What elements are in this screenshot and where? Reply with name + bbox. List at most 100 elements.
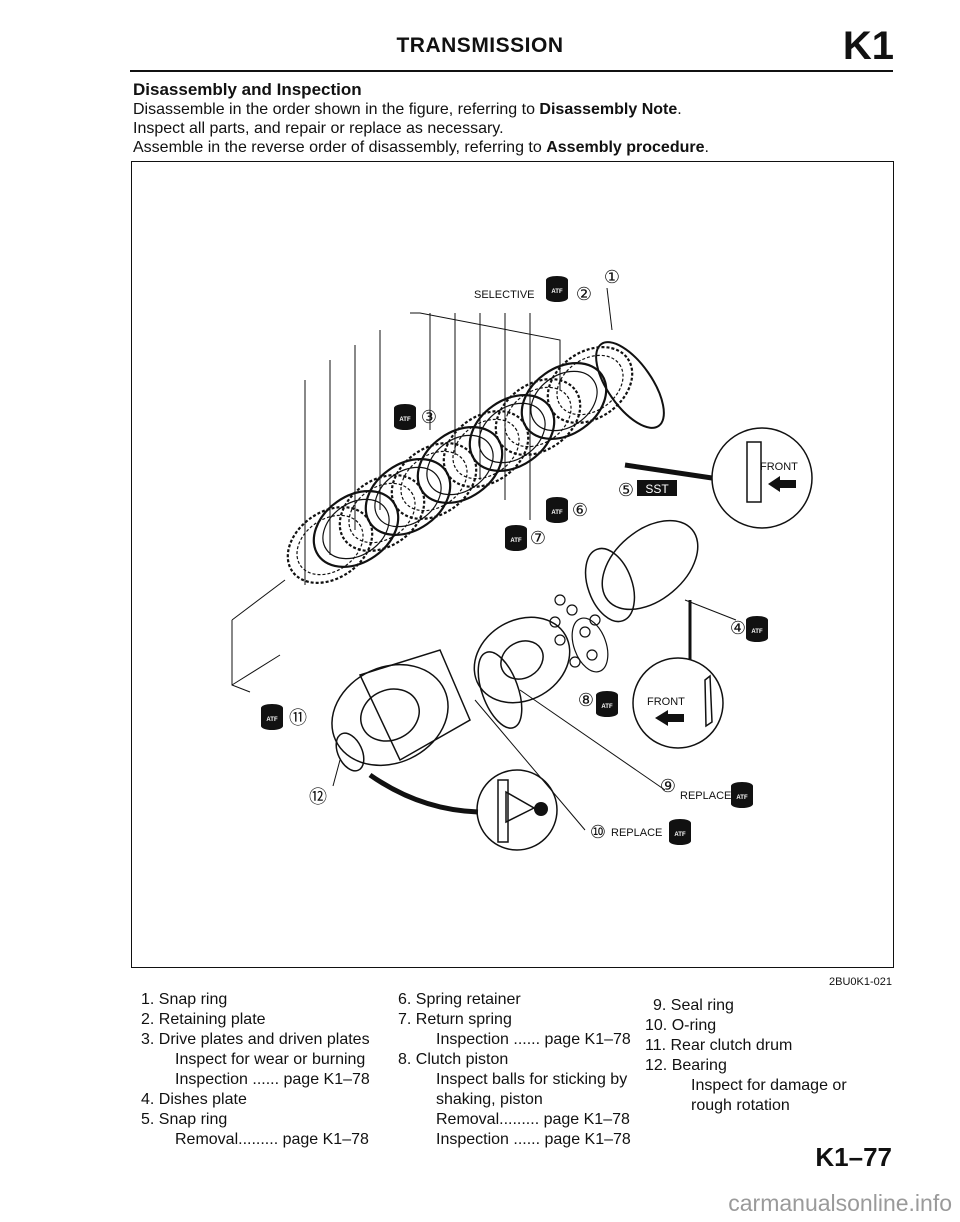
intro-line-3-text: Assemble in the reverse order of disasse… [133,139,547,156]
clutch-plate-stack [286,346,634,584]
legend-subitem: Inspection ...... page K1–78 [436,1131,631,1148]
atf-label: ATF [751,629,763,635]
atf-label: ATF [551,510,563,516]
disassembly-note-ref: Disassembly Note [539,101,678,118]
sst-label: SST [645,482,669,496]
clutch-plate [504,386,572,448]
legend-subitem: Removal......... page K1–78 [436,1111,630,1128]
front-direction-callout [624,427,813,529]
callout-8: ⑧ [578,690,594,710]
legend-item: 5. Snap ring [141,1111,228,1128]
clutch-exploded-diagram: ATF ATF ATF ATF ATF ATF ATF ATF ATF SST … [231,267,813,851]
callout-7: ⑦ [530,528,546,548]
legend-item: 9. Seal ring [653,997,734,1014]
clutch-plate [530,370,598,432]
assembly-procedure-ref: Assembly procedure [546,139,705,156]
callout-4: ④ [730,618,746,638]
atf-label: ATF [674,832,686,838]
atf-label: ATF [399,417,411,423]
legend-item: 10. O-ring [645,1017,717,1034]
legend-item: 6. Spring retainer [398,991,521,1008]
clutch-plate [478,402,546,464]
page-header-title: TRANSMISSION [396,34,564,57]
clutch-plate [296,514,364,576]
legend-column-3: 9. Seal ring 10. O-ring 11. Rear clutch … [645,996,847,1116]
section-code: K1 [842,24,894,68]
replace-label-10: REPLACE [611,827,662,839]
exploded-view-frame [131,161,894,968]
legend-item: 11. Rear clutch drum [645,1037,793,1054]
legend-subitem: Inspect for damage or [691,1077,847,1094]
legend-subitem: Inspection ...... page K1–78 [175,1071,370,1088]
clutch-piston-part [473,616,571,729]
atf-label: ATF [601,704,613,710]
legend-item: 2. Retaining plate [141,1011,266,1028]
callout-11: ⑪ [289,708,307,728]
callout-3: ③ [421,407,437,427]
clutch-plate [286,506,374,584]
clutch-plate [338,474,426,552]
front-label-1: FRONT [760,461,798,473]
selective-label: SELECTIVE [474,289,535,301]
bearing-detail-callout [332,759,558,851]
legend-item: 1. Snap ring [141,991,228,1008]
legend-subitem: rough rotation [691,1097,790,1114]
legend-subitem: Inspect balls for sticking by [436,1071,628,1088]
legend-item: 12. Bearing [645,1057,727,1074]
legend-subitem: shaking, piston [436,1091,543,1108]
legend-item: 7. Return spring [398,1011,512,1028]
legend-item: 3. Drive plates and driven plates [141,1031,370,1048]
clutch-plate [364,458,452,536]
legend-column-2: 6. Spring retainer 7. Return spring Insp… [398,990,631,1150]
header-rule [130,70,893,72]
callout-1: ① [604,267,620,287]
legend-subitem: Inspect for wear or burning [175,1051,366,1068]
clutch-plate [348,482,416,544]
replace-label-9: REPLACE [680,790,731,802]
rear-clutch-drum-part [331,649,471,772]
clutch-plate [312,490,400,568]
clutch-plate [374,466,442,528]
callout-5: ⑤ [618,480,634,500]
atf-label: ATF [266,717,278,723]
section-title: Disassembly and Inspection [133,80,362,99]
callout-9: ⑨ [660,776,676,796]
drive-plate-leaders [304,312,561,585]
piston-front-callout [632,657,724,749]
page-number: K1–77 [815,1142,892,1172]
atf-label: ATF [510,538,522,544]
clutch-plate [416,426,504,504]
dished-plate-part [584,519,737,660]
legend-item: 4. Dishes plate [141,1091,247,1108]
clutch-plate [322,498,390,560]
legend-column-1: 1. Snap ring 2. Retaining plate 3. Drive… [141,990,370,1150]
intro-line-1-text: Disassemble in the order shown in the fi… [133,101,540,118]
sst-box [637,480,677,496]
intro-line-2: Inspect all parts, and repair or replace… [133,120,504,137]
legend-subitem: Inspection ...... page K1–78 [436,1031,631,1048]
clutch-plate [390,442,478,520]
legend-subitem: Removal......... page K1–78 [175,1131,369,1148]
legend-item: 8. Clutch piston [398,1051,509,1068]
snap-ring-part [595,287,665,429]
return-spring-assembly [549,594,609,673]
clutch-plate [400,450,468,512]
callout-12: ⑫ [309,787,327,807]
atf-label: ATF [551,289,563,295]
clutch-plate [426,434,494,496]
clutch-plate [556,354,624,416]
figure-code: 2BU0K1-021 [829,976,892,988]
site-watermark[interactable]: carmanualsonline.info [728,1190,952,1216]
atf-label: ATF [736,795,748,801]
callout-10: ⑩ [590,822,606,842]
clutch-plate [468,394,556,472]
seal-ring-leaders [231,579,666,831]
front-label-2: FRONT [647,696,685,708]
clutch-plate [520,362,608,440]
callout-6: ⑥ [572,500,588,520]
intro-line-3-end: . [704,139,709,156]
intro-line-3: Assemble in the reverse order of disasse… [133,139,709,157]
intro-line-1-end: . [677,101,682,118]
intro-line-1: Disassemble in the order shown in the fi… [133,101,682,119]
callout-2: ② [576,284,592,304]
